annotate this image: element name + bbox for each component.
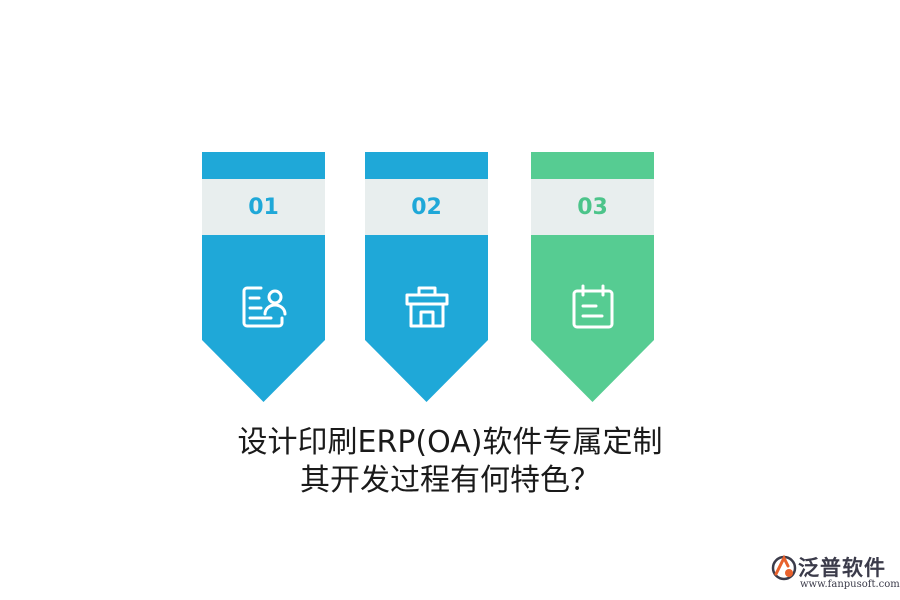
logo-mark-icon — [771, 554, 797, 581]
card-number: 03 — [531, 179, 654, 235]
profile-card-icon — [239, 282, 289, 332]
logo-url: www.fanpusoft.com — [800, 579, 900, 590]
logo-name: 泛普软件 — [798, 556, 886, 580]
card-number: 02 — [365, 179, 488, 235]
calendar-icon — [568, 282, 618, 332]
banner-card-3: 03 — [531, 152, 654, 402]
headline-line-1: 设计印刷ERP(OA)软件专属定制 — [237, 425, 663, 460]
headline-line-2: 其开发过程有何特色？ — [300, 463, 600, 498]
gift-box-icon — [402, 282, 452, 332]
brand-logo: 泛普软件 www.fanpusoft.com — [768, 552, 900, 596]
banner-card-2: 02 — [365, 152, 488, 402]
banner-card-1: 01 — [202, 152, 325, 402]
card-number: 01 — [202, 179, 325, 235]
